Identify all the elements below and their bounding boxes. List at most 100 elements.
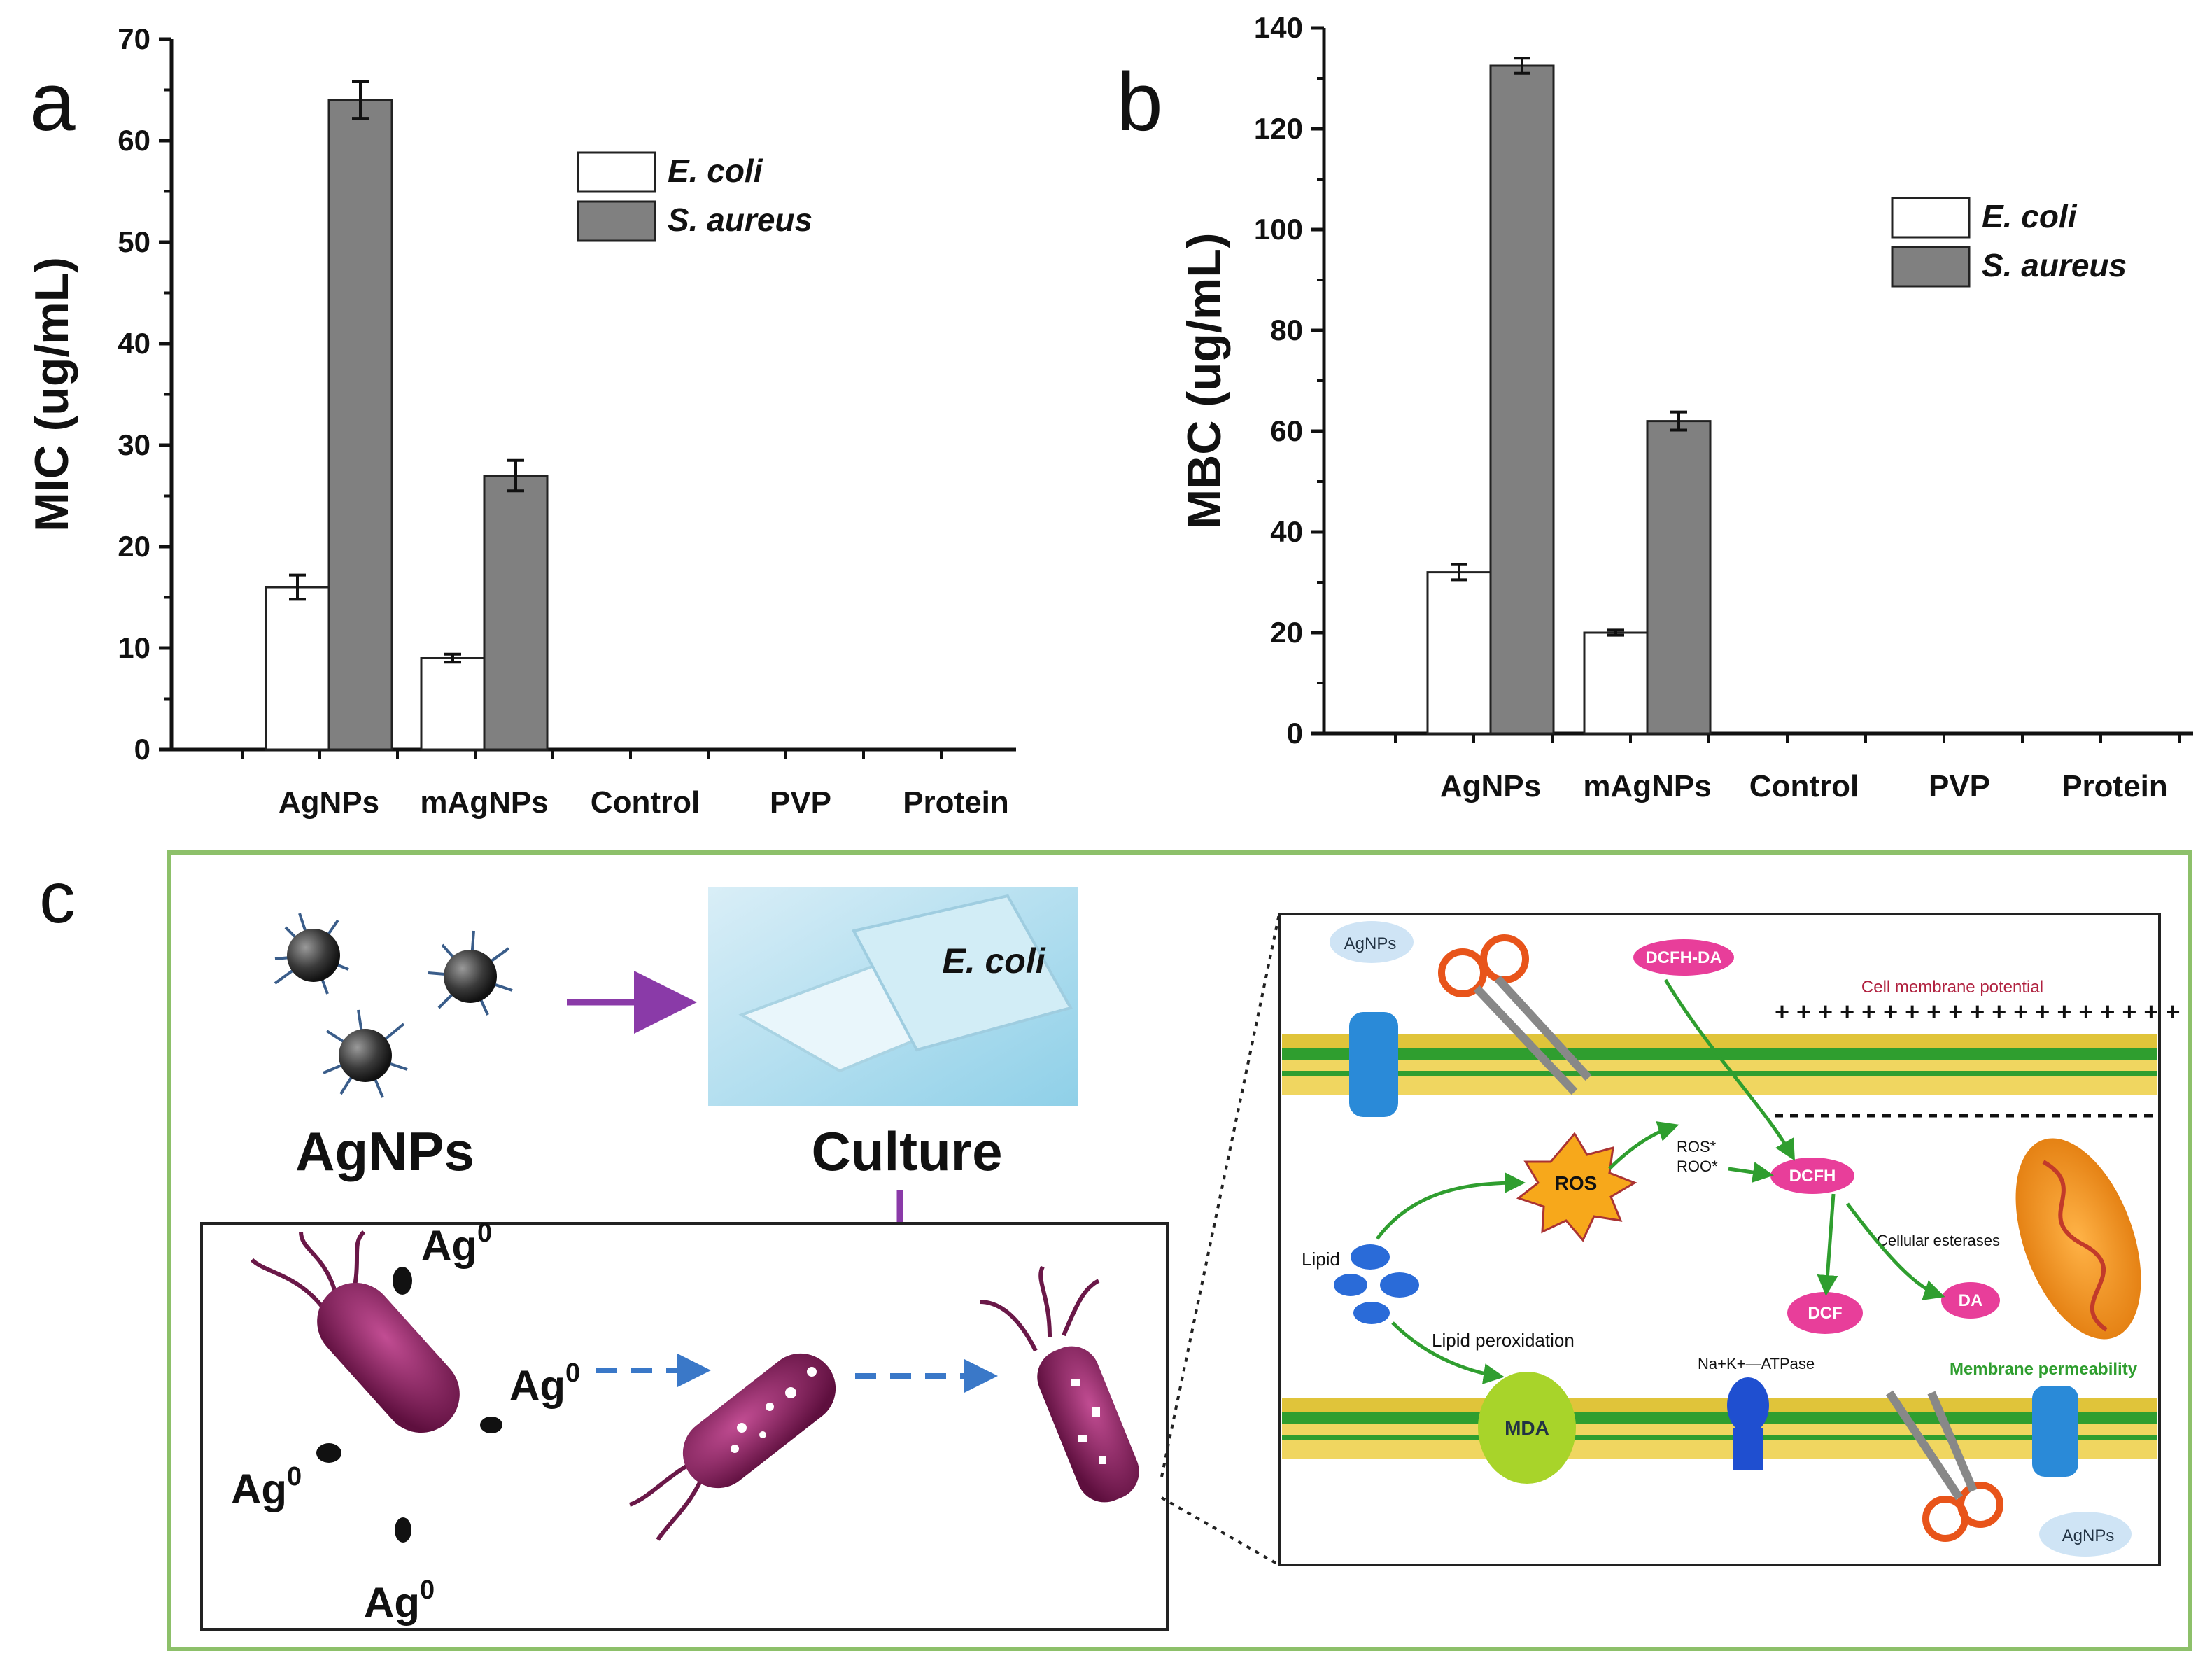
svg-text:Ag0: Ag0 [509, 1358, 580, 1409]
bar [420, 657, 486, 751]
bar [1646, 420, 1712, 735]
zoom-line-bottom [1161, 1496, 1280, 1566]
y-tick-label: 50 [118, 225, 150, 258]
y-axis-label: MIC (ug/mL) [25, 257, 78, 532]
x-tick-label: mAgNPs [420, 785, 548, 820]
x-tick-label: AgNPs [279, 785, 379, 820]
svg-text:AgNPs: AgNPs [2062, 1526, 2115, 1545]
x-tick-label: PVP [770, 785, 831, 820]
membrane-permeability-label: Membrane permeability [1950, 1360, 2138, 1379]
legend-label: S. aureus [1982, 247, 2127, 283]
y-tick-label: 40 [1270, 515, 1303, 548]
y-tick-label: 10 [118, 631, 150, 664]
svg-text:DCFH-DA: DCFH-DA [1645, 948, 1721, 967]
bar [1583, 631, 1649, 735]
scissors-top-icon [1438, 934, 1592, 1095]
x-tick-label: PVP [1929, 769, 1990, 803]
dcfh-node: DCFH [1770, 1158, 1854, 1194]
ag0-label-bottom: Ag0 [364, 1517, 435, 1626]
svg-text:Ag0: Ag0 [231, 1462, 302, 1512]
svg-text:ROS: ROS [1555, 1172, 1598, 1194]
legend-label: S. aureus [668, 202, 812, 238]
panel-c-frame [167, 850, 2192, 1651]
lipid-molecule [1334, 1244, 1419, 1324]
da-node: DA [1941, 1282, 2000, 1319]
culture-label: Culture [812, 1120, 1003, 1182]
legend-swatch [577, 200, 656, 242]
atpase-pump [1727, 1377, 1769, 1470]
x-tick-label: Protein [2062, 769, 2168, 803]
culture-plate-image: E. coli [708, 887, 1078, 1106]
svg-text:Ag0: Ag0 [364, 1575, 435, 1626]
x-tick-label: mAgNPs [1583, 769, 1711, 803]
mitochondrion [2015, 1138, 2141, 1340]
y-tick-label: 80 [1270, 314, 1303, 346]
y-tick-label: 120 [1254, 112, 1303, 145]
x-tick-label: Control [591, 785, 700, 820]
cell-membrane-potential-label: Cell membrane potential [1861, 978, 2043, 997]
agnps-cloud-top: AgNPs [1330, 921, 1414, 963]
bar [1426, 571, 1492, 735]
agnp-particle [323, 1009, 408, 1098]
panel-letter-b: b [1117, 56, 1163, 148]
y-tick-label: 100 [1254, 213, 1303, 246]
svg-text:DCF: DCF [1808, 1304, 1842, 1323]
roo-radical-label: ROO* [1677, 1158, 1718, 1175]
panel-letter-a: a [29, 56, 76, 148]
membrane-plus-signs: + + + + + + + + + + + + + + + + + + + [1775, 997, 2180, 1026]
x-tick-label: AgNPs [1440, 769, 1541, 803]
agnps-cluster-illustration [274, 913, 513, 1098]
y-tick-label: 70 [118, 22, 150, 55]
legend-swatch [1891, 246, 1971, 288]
x-tick-label: Protein [903, 785, 1009, 820]
pathway-arrows [1375, 978, 1945, 1384]
y-tick-label: 0 [1287, 717, 1303, 750]
membrane-bottom [1282, 1398, 2157, 1459]
bacterium-damaged [628, 1353, 836, 1541]
y-axis-label: MBC (ug/mL) [1178, 232, 1231, 528]
bacterium-intact [250, 1230, 460, 1433]
membrane-top [1282, 1034, 2157, 1095]
zoom-line-top [1160, 913, 1281, 1477]
dcf-node: DCF [1787, 1292, 1863, 1334]
mechanism-inset: AgNPs AgNPs DCFH-DA Cell me [1278, 913, 2180, 1566]
bacterium-destroyed [979, 1265, 1139, 1503]
bar [265, 586, 330, 751]
panel-c: c AgNPs E. coli Cultu [39, 850, 2192, 1651]
cellular-esterases-label: Cellular esterases [1877, 1232, 2000, 1249]
y-tick-label: 140 [1254, 11, 1303, 44]
bar [483, 475, 549, 751]
y-tick-label: 20 [118, 530, 150, 563]
ag0-label-right: Ag0 [480, 1358, 580, 1433]
ion-channel-top [1349, 1012, 1398, 1117]
y-tick-label: 20 [1270, 616, 1303, 649]
svg-text:DA: DA [1959, 1291, 1983, 1310]
legend-label: E. coli [668, 153, 763, 189]
svg-text:DCFH: DCFH [1789, 1167, 1836, 1186]
bar [1489, 64, 1555, 735]
ros-radical-label: ROS* [1677, 1138, 1717, 1155]
x-tick-label: Control [1749, 769, 1859, 803]
svg-text:AgNPs: AgNPs [1344, 934, 1397, 953]
ion-channel-bottom [2032, 1386, 2078, 1477]
scissors-bottom-icon [1886, 1390, 2003, 1542]
atpase-label: Na+K+—ATPase [1698, 1355, 1815, 1372]
ros-star: ROS [1516, 1132, 1637, 1242]
agnps-label: AgNPs [295, 1120, 474, 1182]
y-tick-label: 60 [1270, 414, 1303, 447]
agnp-particle [274, 913, 349, 995]
y-tick-label: 0 [134, 733, 150, 766]
legend-label: E. coli [1982, 198, 2078, 234]
svg-text:MDA: MDA [1505, 1417, 1549, 1439]
agnp-particle [428, 930, 513, 1016]
plate-ecoli-label: E. coli [942, 941, 1045, 981]
lipid-peroxidation-label: Lipid peroxidation [1432, 1330, 1575, 1351]
legend-swatch [577, 151, 656, 193]
bar [327, 99, 393, 751]
dcfh-da-node: DCFH-DA [1633, 939, 1734, 976]
